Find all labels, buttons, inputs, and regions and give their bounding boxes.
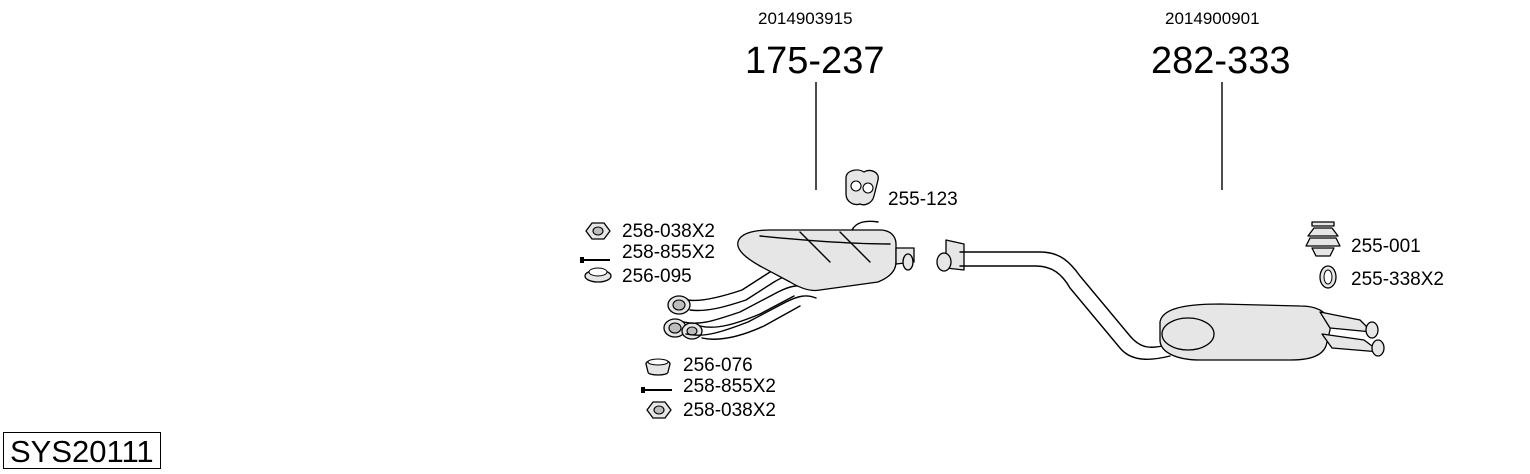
component-label-bolt-lower: 258-855X2 [683, 376, 776, 397]
gasket-icon-upper [584, 267, 612, 283]
component-label-hanger-front: 255-123 [888, 189, 958, 210]
component-label-nut-upper: 258-038X2 [622, 221, 715, 242]
bolt-icon-upper [580, 257, 610, 263]
component-label-gasket-lower: 256-076 [683, 355, 753, 376]
rubber-mount-icon-255-001 [1305, 221, 1341, 257]
bolt-icon-lower [641, 387, 672, 393]
nut-icon-upper [585, 222, 611, 240]
front-silencer-assembly [663, 220, 915, 340]
gasket-icon-lower [645, 358, 671, 376]
component-label-ring: 255-338X2 [1351, 269, 1444, 290]
component-label-nut-lower: 258-038X2 [683, 400, 776, 421]
nut-icon-lower [646, 401, 672, 419]
component-label-rubber-mount: 255-001 [1351, 236, 1421, 257]
system-code-box: SYS20111 [3, 432, 161, 469]
oem-number-front: 2014903915 [758, 9, 853, 28]
component-label-gasket-upper: 256-095 [622, 266, 692, 287]
ring-icon-255-338 [1319, 265, 1337, 289]
component-label-bolt-upper: 258-855X2 [622, 242, 715, 263]
part-number-rear: 282-333 [1151, 40, 1291, 82]
oem-number-rear: 2014900901 [1165, 9, 1260, 28]
part-number-front: 175-237 [745, 40, 885, 82]
rear-silencer-assembly [936, 239, 1385, 361]
hanger-icon-255-123 [845, 169, 879, 206]
